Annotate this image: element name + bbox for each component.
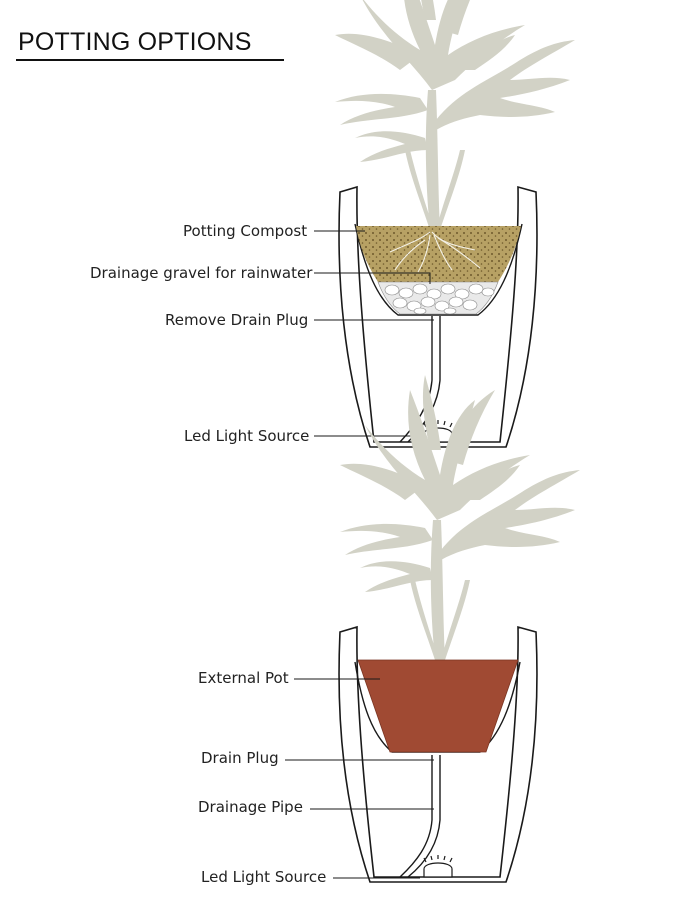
label-remove-drain-plug: Remove Drain Plug bbox=[165, 311, 309, 329]
planter-outline-top bbox=[338, 185, 538, 448]
leader-lines-bottom bbox=[285, 678, 434, 879]
drain-pipe-bottom bbox=[399, 755, 433, 878]
inner-liner-top bbox=[354, 223, 523, 316]
label-external-pot: External Pot bbox=[198, 669, 289, 687]
plant-roots bbox=[389, 231, 481, 273]
page-title: POTTING OPTIONS bbox=[18, 28, 252, 56]
label-drainage-gravel: Drainage gravel for rainwater bbox=[90, 264, 313, 282]
label-potting-compost: Potting Compost bbox=[183, 222, 308, 240]
external-pot-fill bbox=[357, 659, 519, 753]
title-underline bbox=[16, 59, 284, 61]
label-led-light-source-bottom: Led Light Source bbox=[201, 868, 327, 886]
leader-lines-top bbox=[314, 230, 434, 437]
label-led-light-source-top: Led Light Source bbox=[184, 427, 310, 445]
potting-compost-fill bbox=[356, 226, 521, 282]
plant-illustration-top bbox=[335, 0, 575, 230]
plant-illustration-bottom bbox=[340, 375, 580, 660]
label-drain-plug: Drain Plug bbox=[201, 749, 279, 767]
led-light-icon-bottom bbox=[423, 855, 453, 878]
label-drainage-pipe: Drainage Pipe bbox=[198, 798, 303, 816]
gravel-stones bbox=[384, 283, 495, 315]
planter-outline-bottom bbox=[338, 625, 538, 883]
